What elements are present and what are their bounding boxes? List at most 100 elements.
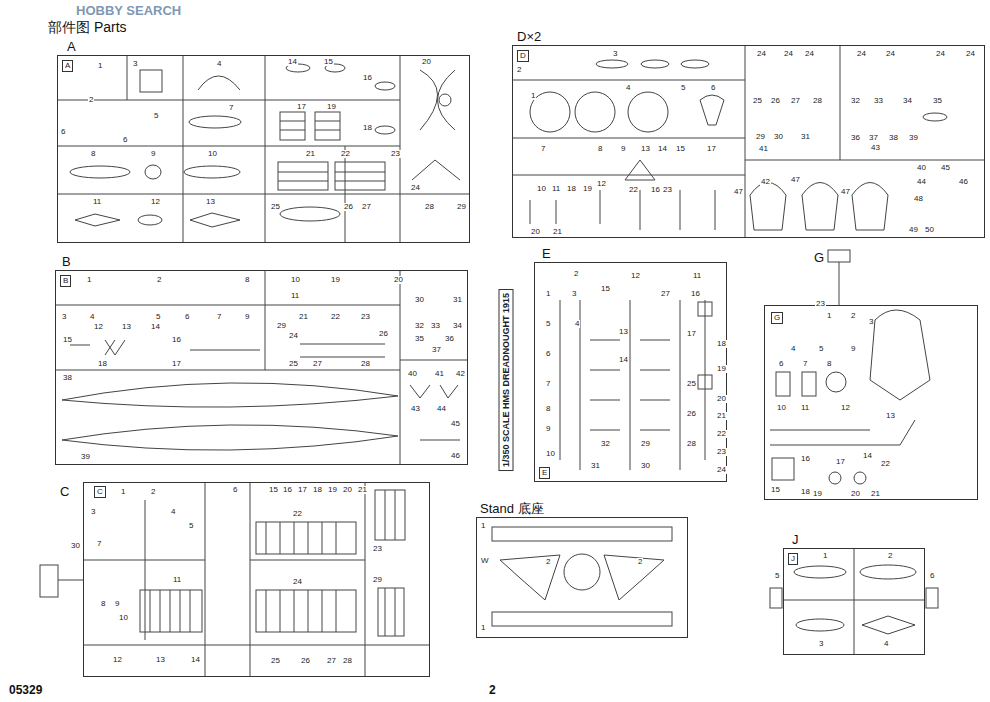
part-outline [57,55,470,243]
callout-number: 24 [935,50,946,58]
sprue-letter: J [791,533,800,546]
callout-number: 34 [902,97,913,105]
sprue-letter: D×2 [516,30,542,43]
callout-number: 12 [93,323,104,331]
part-outline [55,370,400,371]
part-outline [802,372,816,396]
part-outline [492,527,672,541]
callout-number: 5 [188,522,194,530]
part-outline [70,166,130,178]
callout-number: 25 [270,203,281,211]
callout-number: 27 [361,203,372,211]
part-outline [250,560,365,561]
callout-number: 2 [156,276,162,284]
callout-number: 22 [330,313,341,321]
callout-number: 19 [812,490,823,498]
part-outline [62,383,398,407]
part-outline [828,250,850,262]
part-outline [138,215,162,225]
part-outline [412,160,460,180]
callout-number: 30 [70,542,81,550]
part-outline [796,619,844,631]
callout-number: 18 [800,488,811,496]
callout-number: 12 [630,272,641,280]
watermark: HOBBY SEARCH [75,4,182,17]
callout-number: 16 [650,186,661,194]
callout-number: 22 [340,150,351,158]
part-outline [58,580,83,581]
callout-number: 12 [112,656,123,664]
callout-number: 9 [244,313,250,321]
callout-number: 23 [360,313,371,321]
callout-number: 1 [120,488,126,496]
callout-number: 24 [804,50,815,58]
callout-number: 43 [410,405,421,413]
part-outline [83,560,205,561]
callout-number: 15 [323,58,334,66]
part-outline [512,138,745,139]
callout-number: 8 [244,276,250,284]
callout-number: 17 [296,103,307,111]
callout-number: 23 [716,448,727,456]
sprue-frame: Stand 底座 [476,517,688,638]
part-outline [335,172,385,173]
page-number: 2 [488,684,497,696]
callout-number: 1 [826,312,832,320]
callout-number: 17 [171,360,182,368]
callout-number: 18 [97,360,108,368]
part-outline [420,440,460,441]
part-outline [375,490,405,540]
callout-number: 36 [444,335,455,343]
part-outline [745,160,985,161]
part-outline [854,472,866,484]
part-outline [140,70,162,92]
part-outline [640,190,641,230]
part-outline [335,181,385,182]
part-outline [205,482,206,677]
callout-number: 44 [436,405,447,413]
callout-number: 28 [360,360,371,368]
callout-number: 7 [802,360,808,368]
callout-number: 24 [410,184,421,192]
callout-number: 7 [216,313,222,321]
callout-number: 11 [551,185,561,193]
callout-number: 18 [362,124,373,132]
callout-number: 24 [856,50,867,58]
part-outline [625,160,655,180]
part-outline [439,94,451,106]
callout-number: 26 [343,203,354,211]
part-outline [55,270,468,465]
callout-number: 2 [573,270,579,278]
callout-number: 48 [913,195,924,203]
scale-plate: 1/350 SCALE HMS DREADNOUGHT 1915 [499,289,514,471]
part-outline [826,372,846,392]
callout-number: 13 [155,656,166,664]
sprue-letter: A [66,40,77,53]
part-outline [400,360,468,361]
part-outline [40,565,58,597]
callout-number: 5 [818,345,824,353]
callout-number: 7 [545,380,551,388]
callout-number: 21 [298,313,309,321]
part-outline [315,121,340,122]
callout-number: 1 [480,522,486,530]
callout-number: 13 [640,145,651,153]
callout-number: 31 [590,462,601,470]
callout-number: 28 [342,657,353,665]
part-outline [628,92,668,132]
callout-number: 7 [540,145,546,153]
callout-number: 35 [932,97,943,105]
callout-number: 17 [297,486,308,494]
part-outline [410,385,458,398]
callout-number: 28 [812,97,823,105]
callout-number: 3 [612,50,618,58]
callout-number: 40 [407,370,418,378]
part-outline [250,482,251,677]
callout-number: 28 [424,203,435,211]
callout-number: 8 [826,360,832,368]
callout-number: 21 [357,486,368,494]
part-outline [300,357,385,358]
part-outline [700,95,724,125]
callout-number: 1 [480,624,486,632]
sprue-frame: BB [55,270,468,465]
